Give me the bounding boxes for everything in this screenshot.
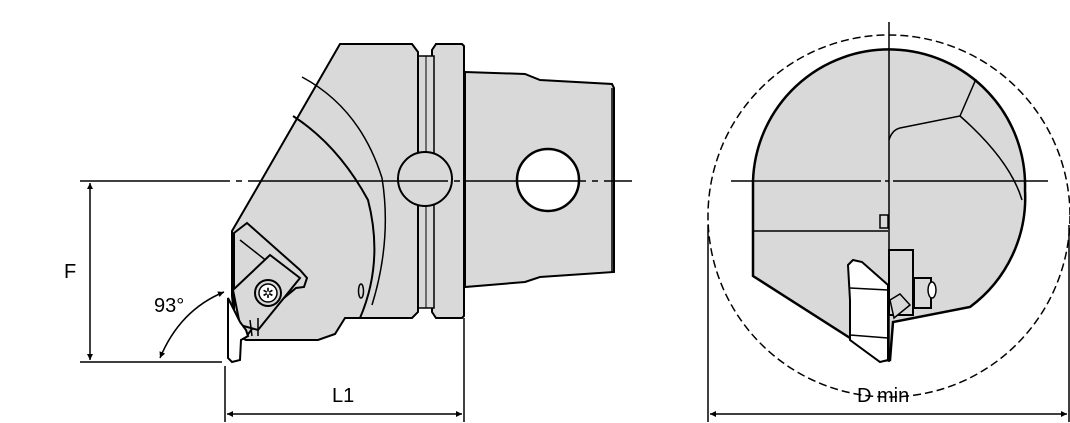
F-label: F	[64, 261, 77, 283]
torx-icon: ✲	[262, 286, 274, 302]
coolant-ball	[397, 151, 453, 207]
L1-label: L1	[332, 385, 355, 407]
side-view: ✲	[227, 43, 615, 364]
angle-arc	[159, 291, 225, 359]
insert-tip	[227, 297, 250, 364]
D-min-label: D min	[857, 385, 910, 407]
shank-hole	[515, 147, 581, 213]
angle-label: 93°	[154, 295, 185, 317]
